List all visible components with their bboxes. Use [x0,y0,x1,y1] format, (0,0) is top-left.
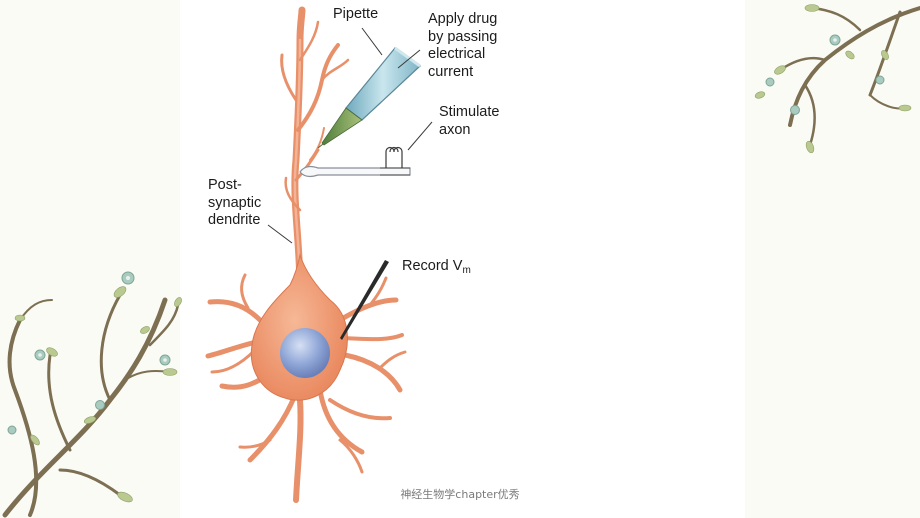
label-postsynaptic-dendrite: Post- synaptic dendrite [208,177,262,228]
neuron [205,6,407,503]
presynaptic-axon [299,165,411,178]
label-pipette: Pipette [333,6,379,22]
label-apply-drug: Apply drug by passing electrical current [428,11,498,80]
stimulating-electrode-coil [385,146,403,168]
leader-lines [267,27,433,244]
slide-footer: 神经生物学chapter优秀 [400,488,520,501]
label-record-vm-main: Record V [402,258,463,274]
right-vine-decoration [778,6,920,147]
drug-pipette [317,46,421,149]
label-stimulate-axon: Stimulate axon [439,104,500,138]
soma [250,253,348,401]
left-vine-flowers [7,271,171,435]
nucleus [280,328,330,378]
left-vine-decoration [2,293,180,518]
label-record-vm-subscript: m [462,265,471,276]
neuron-axon [293,397,304,503]
right-vine-flowers [765,34,885,115]
label-record-vm: Record Vm [402,258,471,280]
right-decoration-panel [745,0,920,518]
apical-branches [280,20,350,212]
right-vine-leaves [754,4,912,154]
left-vine-leaves [14,286,182,503]
recording-electrode [340,260,389,340]
